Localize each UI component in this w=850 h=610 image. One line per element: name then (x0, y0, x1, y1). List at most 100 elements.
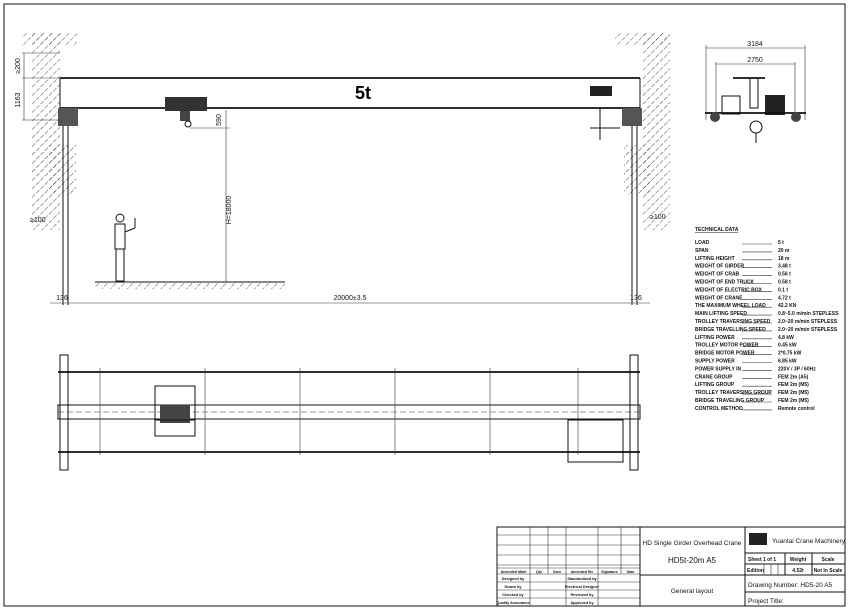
drawing-frame (3, 3, 846, 607)
tech-data-value: 0.58 t (778, 280, 791, 286)
tech-data-row: CRANE GROUP FEM 2m (A5) (695, 374, 809, 380)
project-title: Project Title: (748, 598, 784, 605)
revision-header: Amended file (571, 570, 594, 574)
floor (95, 282, 285, 289)
technical-data-title: TECHNICAL DATA (695, 227, 739, 233)
dim-end-left: 136 (56, 295, 68, 302)
signoff-right-label: Standardized by (567, 577, 597, 581)
tech-data-row: TROLLEY TRAVERSING SPEED 2.0~20 m/min STE… (695, 319, 838, 325)
tech-data-row: CONTROL METHOD Remote control (695, 406, 815, 412)
right-end-truck (622, 108, 642, 126)
tech-data-value: 18 m (778, 256, 790, 262)
tech-data-row: WEIGHT OF CRANE 4.72 t (695, 295, 791, 301)
dim-end-right: 136 (630, 295, 642, 302)
side-view: 5t 590 H=18000 ≥200 1163 ≥100 ≥100 20000… (15, 32, 670, 305)
signoff-left-label: Checked by (502, 593, 524, 597)
dim-span: 20000±3.5 (333, 295, 366, 302)
tech-data-label: BRIDGE TRAVELLING SPEED (695, 327, 766, 333)
tech-data-value: 6.85 kW (778, 359, 797, 365)
signoff-left-label: Designed by (502, 577, 525, 581)
tech-data-value: 0.56 t (778, 272, 791, 278)
tech-data-label: SPAN (695, 248, 709, 254)
tech-data-label: WEIGHT OF END TRUCK (695, 280, 755, 286)
company-logo (749, 533, 767, 545)
scale-value: Not In Scale (814, 568, 843, 574)
tech-data-value: 2.0~20 m/min STEPLESS (778, 327, 838, 333)
tech-data-label: WEIGHT OF CRANE (695, 295, 743, 301)
tech-data-row: THE MAXIMUM WHEEL LOAD 42.2 KN (695, 303, 797, 309)
signoff-left-label: Quality Assurance (496, 601, 529, 605)
dim-clear-top: ≥200 (15, 58, 22, 74)
scale-label: Scale (821, 557, 834, 563)
weight-label: Weight (790, 557, 807, 563)
technical-data: TECHNICAL DATA LOAD 5 t SPAN 20 m LIFTING HE… (695, 227, 839, 412)
drawing-number: Drawing Number: HD5-20 A5 (748, 582, 833, 589)
revision-header: Amended Mark (501, 570, 527, 574)
hoist-trolley (165, 97, 207, 128)
drawing-type: General layout (671, 588, 713, 595)
plan-hoist (154, 385, 196, 437)
load-capacity-label: 5t (355, 83, 371, 103)
end-view: 3184 2750 (705, 41, 806, 143)
tech-data-row: WEIGHT OF CRAB 0.56 t (695, 272, 791, 278)
model-number: HD5t-20m A5 (668, 556, 717, 565)
tech-data-label: LOAD (695, 240, 710, 246)
plan-left-end-truck (59, 354, 69, 471)
plan-right-end-truck (629, 354, 639, 471)
tech-data-row: TROLLEY TRAVERSING GROUP FEM 2m (M5) (695, 390, 809, 396)
tech-data-value: FEM 2m (A5) (778, 374, 809, 380)
revision-header: Zone (553, 570, 562, 574)
tech-data-label: TROLLEY TRAVERSING GROUP (695, 390, 772, 396)
revision-header: Signature (601, 570, 618, 574)
dim-overall-width: 3184 (747, 41, 763, 48)
signoff-left-label: Drawn by (504, 585, 522, 589)
dim-hook: 590 (216, 114, 223, 126)
tech-data-label: LIFTING GROUP (695, 382, 735, 388)
tech-data-value: 4.8 kW (778, 335, 794, 341)
tech-data-label: THE MAXIMUM WHEEL LOAD (695, 303, 766, 309)
product-name: HD Single Girder Overhead Crane (643, 540, 742, 547)
tech-data-value: 5 t (778, 240, 784, 246)
tech-data-row: BRIDGE MOTOR POWER 2*0.75 kW (695, 351, 802, 357)
tech-data-label: BRIDGE MOTOR POWER (695, 351, 755, 357)
tech-data-value: FEM 2m (M5) (778, 382, 809, 388)
tech-data-value: 0.45 kW (778, 343, 797, 349)
tech-data-value: 2*0.75 kW (778, 351, 802, 357)
tech-data-value: 2.0~20 m/min STEPLESS (778, 319, 838, 325)
tech-data-value: Remote control (778, 406, 815, 412)
tech-data-value: 0.8~5.0 m/min STEPLESS (778, 311, 839, 317)
tech-data-label: TROLLEY TRAVERSING SPEED (695, 319, 771, 325)
operator-figure-icon (114, 213, 136, 282)
sheet-label: Sheet 1 of 1 (748, 557, 776, 563)
dim-wall-left: ≥100 (30, 217, 46, 224)
tech-data-row: BRIDGE TRAVELLING SPEED 2.0~20 m/min STEP… (695, 327, 838, 333)
tech-data-value: 42.2 KN (778, 303, 797, 309)
dim-gauge: 2750 (747, 57, 763, 64)
dim-lift-height: H=18000 (226, 196, 233, 225)
tech-data-value: FEM 2m (M5) (778, 390, 809, 396)
tech-data-row: SUPPLY POWER 6.85 kW (695, 359, 797, 365)
tech-data-value: 4.72 t (778, 295, 791, 301)
plan-view (57, 354, 641, 471)
tech-data-label: WEIGHT OF CRAB (695, 272, 740, 278)
tech-data-row: WEIGHT OF END TRUCK 0.58 t (695, 280, 791, 286)
company-logo-on-girder (590, 86, 612, 96)
tech-data-label: CONTROL METHOD (695, 406, 743, 412)
plan-electric-box (567, 419, 624, 463)
weight-value: 4.52t (792, 568, 804, 574)
left-wall (32, 32, 60, 230)
tech-data-label: CRANE GROUP (695, 374, 733, 380)
tech-data-label: SUPPLY POWER (695, 359, 735, 365)
tech-data-value: 20 m (778, 248, 790, 254)
tech-data-label: BRIDGE TRAVELING GROUP (695, 398, 765, 404)
